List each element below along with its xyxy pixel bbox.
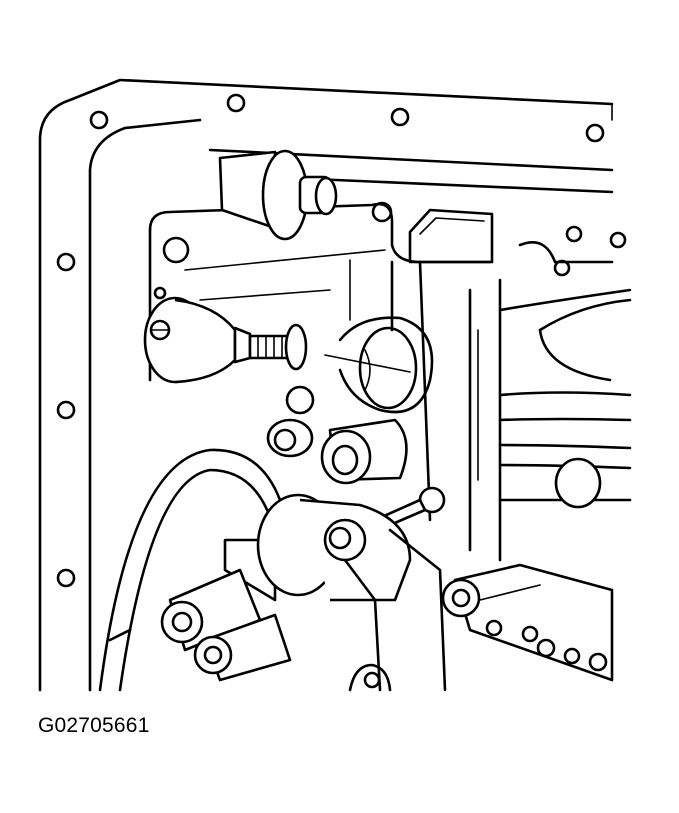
valve-bore [324, 316, 434, 414]
lower-solenoid [223, 493, 447, 692]
flange-bolt-holes [56, 93, 605, 588]
wire-harness [98, 448, 282, 692]
figure-code: G02705661 [38, 714, 150, 737]
lower-right-manifold [441, 563, 614, 682]
pin [382, 486, 446, 527]
transmission-valve-body-illustration [38, 78, 632, 692]
case-flange [38, 78, 614, 692]
lower-left-tubes [160, 568, 292, 682]
solenoid-with-bolt [143, 296, 308, 384]
drum [468, 278, 632, 562]
mid-cylinders [266, 385, 408, 485]
bottom-stub [108, 628, 392, 692]
slot [408, 208, 494, 264]
top-cylinder [218, 149, 338, 241]
